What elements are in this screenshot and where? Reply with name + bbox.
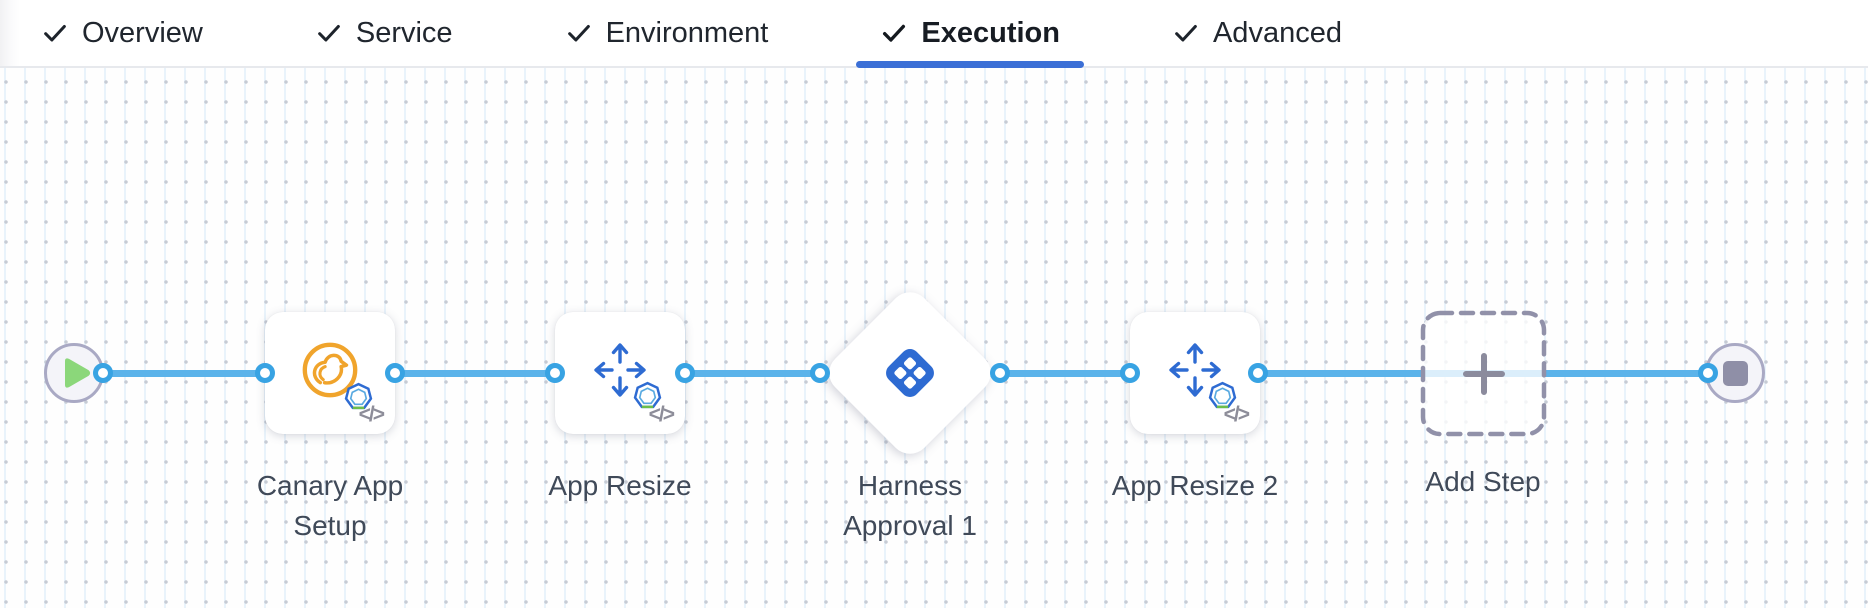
connector-point[interactable] [545, 363, 565, 383]
connector-point[interactable] [1698, 363, 1718, 383]
active-tab-indicator [856, 61, 1084, 68]
tab-label: Service [355, 16, 453, 49]
connector-point[interactable] [675, 363, 695, 383]
connector-point[interactable] [255, 363, 275, 383]
step-node-app-resize[interactable]: </> [555, 312, 685, 434]
tab-label: Advanced [1212, 16, 1342, 49]
connector-point[interactable] [93, 363, 113, 383]
connector-point[interactable] [810, 363, 830, 383]
resize-arrows-icon [592, 340, 648, 400]
tab-environment[interactable]: Environment [541, 0, 793, 66]
step-label: App Resize 2 [1111, 470, 1279, 501]
tab-overview[interactable]: Overview [17, 0, 227, 66]
stop-icon [1722, 360, 1748, 386]
connector-point[interactable] [990, 363, 1010, 383]
check-icon [41, 19, 69, 47]
connector-point[interactable] [1248, 363, 1268, 383]
step-node-harness-approval[interactable] [820, 283, 1000, 463]
tab-execution[interactable]: Execution [856, 0, 1084, 68]
tab-label: Execution [921, 16, 1060, 49]
step-node-canary-app-setup[interactable]: </> [265, 312, 395, 434]
tab-advanced[interactable]: Advanced [1148, 0, 1366, 66]
plus-icon [1461, 351, 1507, 397]
check-icon [315, 19, 343, 47]
step-label: Harness Approval 1 [843, 470, 977, 541]
code-icon: </> [648, 403, 675, 426]
step-label: App Resize [548, 470, 692, 501]
connector-point[interactable] [1120, 363, 1140, 383]
connector-point[interactable] [385, 363, 405, 383]
step-node-app-resize-2[interactable]: </> [1130, 312, 1260, 434]
check-icon [565, 19, 593, 47]
code-icon: </> [1223, 403, 1250, 426]
step-label: Canary App Setup [256, 470, 404, 541]
add-step-button[interactable] [1420, 310, 1547, 437]
execution-graph-canvas[interactable]: </> [0, 68, 1868, 608]
check-icon [880, 19, 908, 47]
pcf-badge-icon [1208, 381, 1237, 410]
pcf-badge-icon [633, 381, 662, 410]
stage-config-tabbar: Overview Service Environment Execution [0, 0, 1868, 68]
play-icon [63, 357, 91, 389]
check-icon [1172, 19, 1200, 47]
code-icon: </> [358, 403, 385, 426]
canary-bird-icon [299, 339, 361, 401]
resize-arrows-icon [1167, 340, 1223, 400]
tab-service[interactable]: Service [291, 0, 477, 66]
pipeline-start-node[interactable] [44, 343, 104, 403]
harness-approval-icon [880, 343, 940, 403]
step-label: Add Step [1425, 466, 1541, 497]
tab-label: Environment [605, 16, 769, 49]
pcf-badge-icon [344, 382, 373, 411]
tab-label: Overview [82, 16, 203, 49]
